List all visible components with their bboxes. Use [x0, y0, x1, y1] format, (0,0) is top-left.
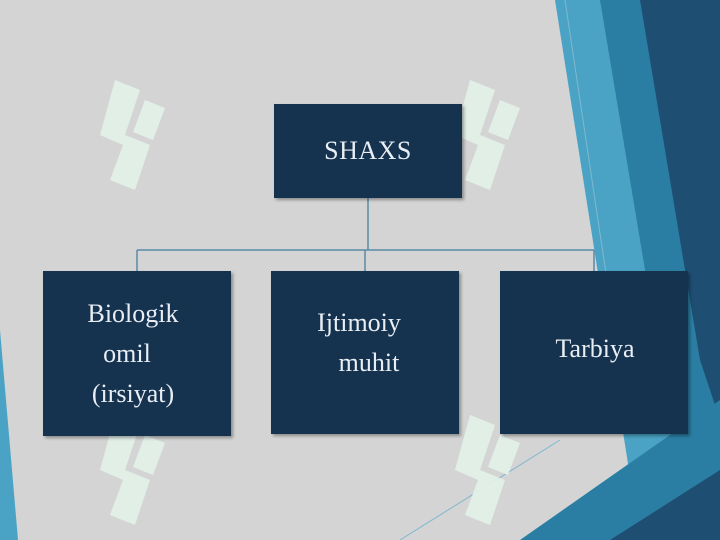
child-node-label: Biologik omil (irsiyat): [87, 294, 178, 414]
child-node-biologik: Biologik omil (irsiyat): [43, 271, 231, 436]
child-node-line: Tarbiya: [555, 333, 635, 363]
bg-thin-line: [564, 0, 611, 301]
child-node-label: Tarbiya: [555, 334, 634, 364]
connectors: [136, 198, 595, 271]
root-node: SHAXS: [274, 104, 462, 198]
child-node-line: omil: [103, 338, 151, 368]
bg-panel-left: [0, 330, 18, 540]
child-node-line: (irsiyat): [91, 378, 175, 408]
child-node-line: muhit: [338, 347, 400, 377]
watermark-bottom-left: [100, 415, 165, 525]
bg-panel-right-dark: [640, 0, 720, 420]
child-node-tarbiya: Tarbiya: [500, 271, 688, 434]
root-node-label: SHAXS: [324, 136, 412, 165]
watermark-top-right: [455, 80, 520, 190]
child-node-label: Ijtimoiy muhit: [317, 303, 413, 383]
watermark-bottom-right: [455, 415, 520, 525]
child-node-line: Biologik: [87, 298, 179, 328]
watermark-top-left: [100, 80, 165, 190]
child-node-line: Ijtimoiy: [317, 307, 401, 337]
bg-panel-bottom-right-dark: [610, 470, 720, 540]
child-node-ijtimoiy: Ijtimoiy muhit: [271, 271, 459, 434]
